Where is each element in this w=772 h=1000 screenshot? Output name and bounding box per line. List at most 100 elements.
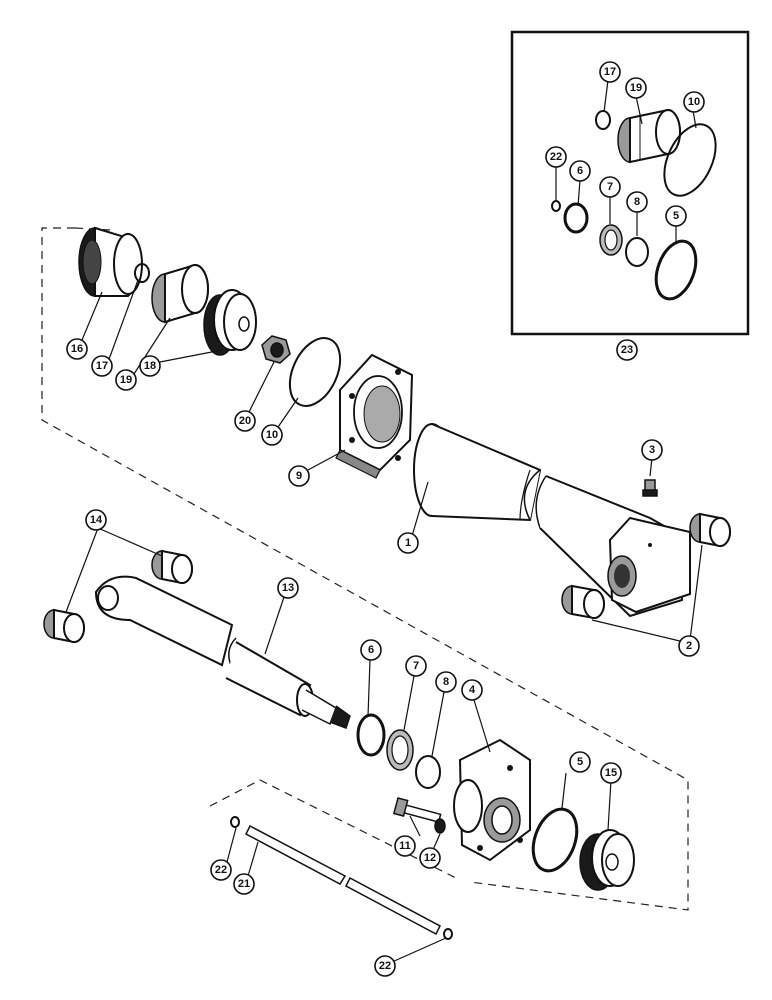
inset-callout-6-label: 6 — [577, 165, 583, 177]
callout-18: 18 — [139, 355, 161, 377]
callout-2: 2 — [678, 635, 700, 657]
inset-wiper-6 — [563, 202, 589, 234]
callout-16: 16 — [66, 338, 88, 360]
callout-1: 1 — [397, 532, 419, 554]
callout-20: 20 — [234, 410, 256, 432]
callout-14-label: 14 — [90, 514, 103, 526]
inset-callout-17: 17 — [599, 61, 621, 83]
callout-22-left: 22 — [210, 859, 232, 881]
inset-callout-5-label: 5 — [673, 210, 679, 222]
backup-ring-10 — [288, 337, 342, 407]
inset-callout-8-label: 8 — [634, 196, 640, 208]
o-ring-17 — [134, 263, 150, 283]
callout-18-label: 18 — [144, 360, 156, 372]
bushing-14-lower — [43, 608, 85, 644]
inset-o-ring-8 — [625, 237, 649, 267]
o-ring-8 — [415, 755, 441, 789]
leader-lines — [65, 79, 703, 963]
callout-5: 5 — [569, 751, 591, 773]
assembly-boundary-lower — [209, 779, 461, 881]
callout-21-label: 21 — [238, 878, 250, 890]
lock-nut-20 — [261, 335, 291, 364]
cylinder-barrel-1 — [413, 423, 691, 618]
inset-callout-19-label: 19 — [630, 82, 642, 94]
inset-callout-7: 7 — [599, 176, 621, 198]
callout-19-label: 19 — [120, 374, 132, 386]
callout-19: 19 — [115, 369, 137, 391]
callout-8: 8 — [435, 671, 457, 693]
o-ring-22-right — [443, 928, 453, 940]
inset-callout-10: 10 — [683, 91, 705, 113]
inset-o-ring-22 — [551, 200, 561, 212]
callout-11-label: 11 — [399, 840, 411, 852]
gland-nut-16 — [78, 226, 143, 297]
callout-7: 7 — [405, 655, 427, 677]
o-ring-22-left — [230, 816, 240, 828]
callout-23-label: 23 — [621, 344, 633, 356]
callout-22-left-label: 22 — [215, 864, 227, 876]
callout-10: 10 — [261, 424, 283, 446]
inset-callout-8: 8 — [626, 191, 648, 213]
inset-backup-ring-10 — [663, 123, 717, 197]
piston-18 — [203, 289, 257, 356]
inset-frame — [510, 30, 750, 336]
callout-14: 14 — [85, 509, 107, 531]
inset-o-ring-17 — [595, 110, 611, 130]
tube-21 — [245, 824, 441, 936]
callout-13-label: 13 — [282, 582, 294, 594]
callout-9: 9 — [288, 465, 310, 487]
inset-callout-7-label: 7 — [607, 181, 613, 193]
inset-callout-10-label: 10 — [688, 96, 700, 108]
assembly-boundary-upper — [41, 227, 689, 911]
inset-callout-5: 5 — [665, 205, 687, 227]
callout-12: 12 — [419, 847, 441, 869]
backup-7 — [386, 729, 414, 771]
callout-9-label: 9 — [296, 470, 302, 482]
inset-callout-19: 19 — [625, 77, 647, 99]
bolt-11 — [392, 797, 442, 823]
inset-o-ring-5 — [654, 239, 698, 301]
callout-20-label: 20 — [239, 415, 251, 427]
bushing-14-upper — [151, 549, 193, 585]
inset-callout-22-label: 22 — [550, 151, 562, 163]
lock-washer-12 — [434, 818, 446, 834]
callout-1-label: 1 — [405, 537, 411, 549]
wear-band-19 — [151, 263, 209, 324]
callout-6: 6 — [360, 639, 382, 661]
gland-4 — [453, 738, 531, 862]
inset-backup-7 — [599, 224, 623, 256]
inset-callout-17-label: 17 — [604, 66, 616, 78]
wiper-6 — [356, 713, 386, 757]
callout-10-label: 10 — [266, 429, 278, 441]
callout-4-label: 4 — [469, 684, 476, 696]
callout-13: 13 — [277, 577, 299, 599]
piston-15 — [579, 829, 635, 891]
mounting-flange-9 — [335, 353, 414, 479]
callout-22-right: 22 — [374, 955, 396, 977]
callout-17: 17 — [91, 355, 113, 377]
callout-16-label: 16 — [71, 343, 83, 355]
callout-3: 3 — [641, 439, 663, 461]
callout-11: 11 — [394, 835, 416, 857]
piston-rod-13 — [94, 575, 351, 729]
callout-7-label: 7 — [413, 660, 419, 672]
inset-callout-22: 22 — [545, 146, 567, 168]
callout-12-label: 12 — [424, 852, 436, 864]
o-ring-5 — [531, 807, 579, 873]
callout-23: 23 — [616, 339, 638, 361]
callout-21: 21 — [233, 873, 255, 895]
inset-callout-6: 6 — [569, 160, 591, 182]
grease-fitting-3 — [642, 479, 658, 497]
callout-2-label: 2 — [686, 640, 692, 652]
callout-22-right-label: 22 — [379, 960, 391, 972]
callout-4: 4 — [461, 679, 483, 701]
callout-8-label: 8 — [443, 676, 449, 688]
callout-17-label: 17 — [96, 360, 108, 372]
inset-wear-band-19 — [617, 108, 681, 164]
bushing-2-lower — [561, 584, 605, 620]
seal-kit-inset — [510, 30, 750, 336]
callout-3-label: 3 — [649, 444, 655, 456]
callout-15-label: 15 — [605, 767, 617, 779]
